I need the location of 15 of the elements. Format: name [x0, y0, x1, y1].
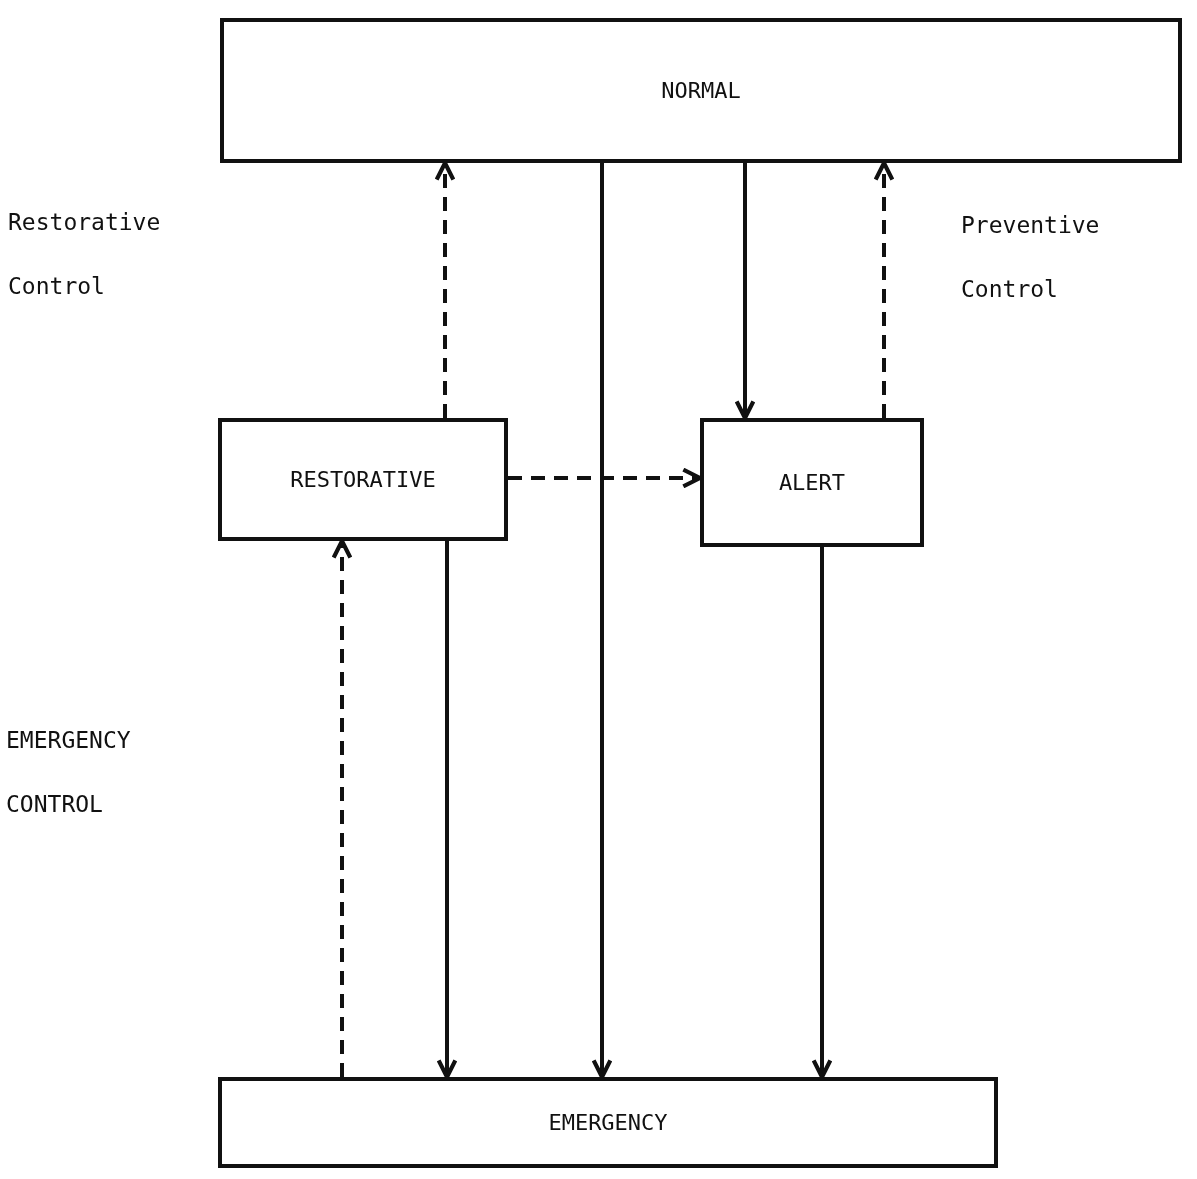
arrow [811, 547, 833, 1080]
state-box [218, 1077, 998, 1168]
arrow [436, 541, 458, 1080]
state-box [700, 418, 924, 547]
state-label: ALERT [778, 470, 846, 495]
arrow [591, 163, 613, 1080]
state-box [220, 18, 1182, 163]
state-label: EMERGENCY [548, 1110, 668, 1135]
state-label: RESTORATIVE [290, 467, 436, 492]
state-box [218, 418, 508, 541]
control-label: EMERGENCY CONTROL [6, 726, 132, 819]
control-label: Restorative Control [8, 208, 162, 301]
arrow [734, 163, 756, 421]
control-label: Preventive Control [961, 211, 1101, 304]
state-label: NORMAL [661, 78, 741, 103]
